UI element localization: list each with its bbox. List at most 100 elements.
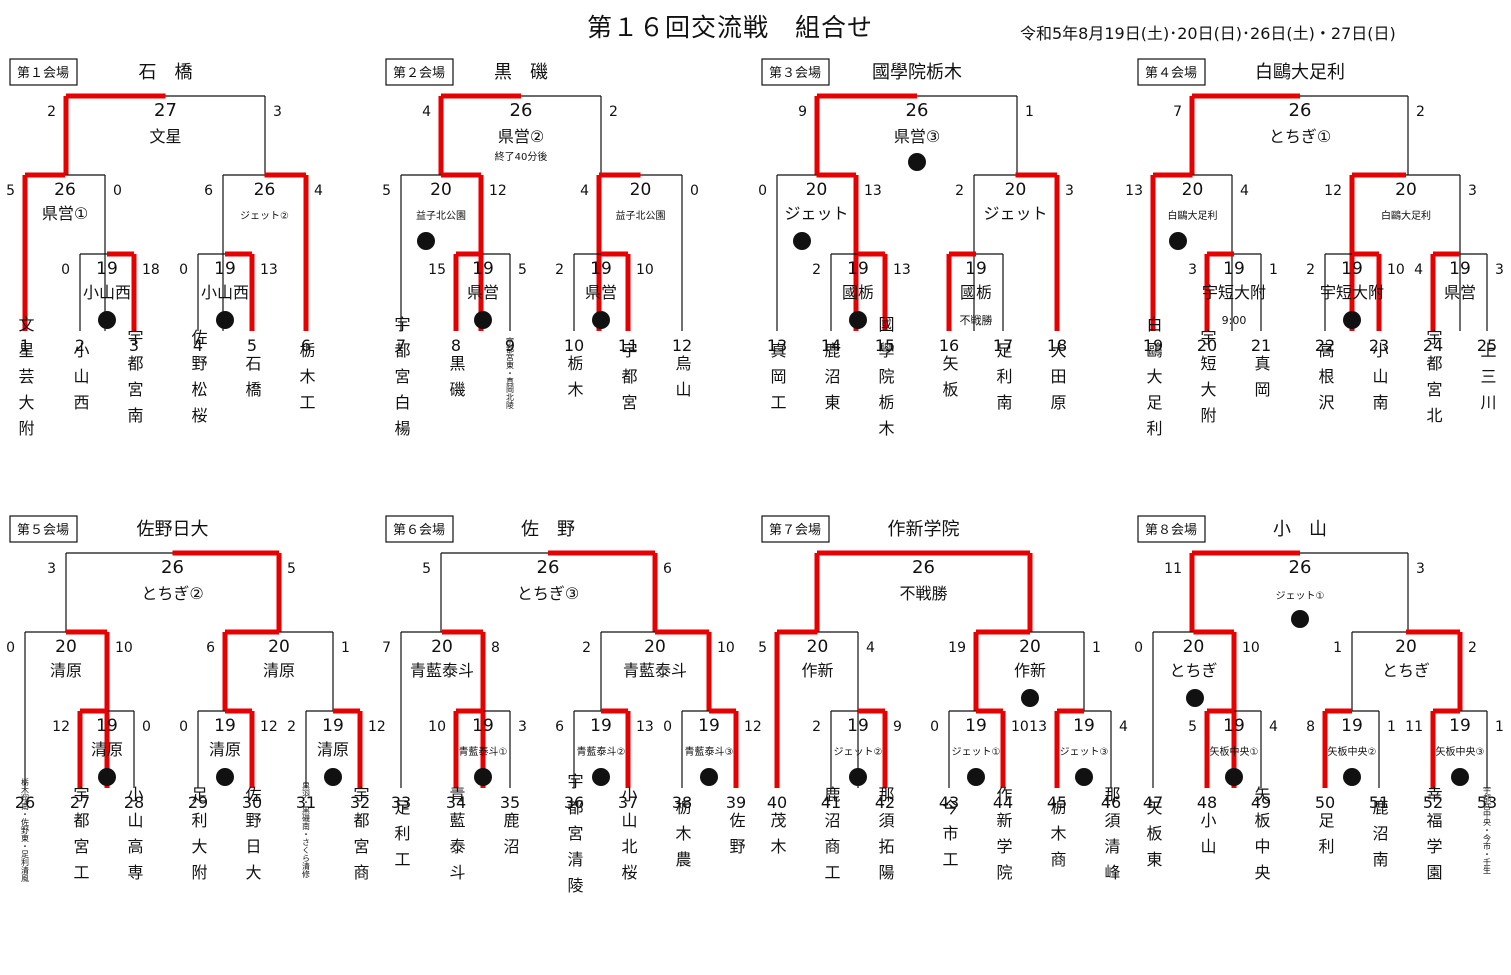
round-badge-number: 8 [1347, 770, 1357, 786]
game-site: とちぎ [1382, 661, 1430, 680]
venue-name: 國學院栃木 [872, 62, 962, 83]
team-name: 宇都宮中央・今市・壬生 [1483, 785, 1492, 874]
game-site: 清原 [50, 661, 82, 680]
team-name: 宇都宮東・真岡北陵 [506, 336, 515, 410]
game-date: 26 [254, 180, 276, 200]
game-site: ジェット [784, 204, 848, 223]
team-name: 今市工 [940, 799, 959, 877]
round-badge [1343, 768, 1361, 786]
game-site: 清原 [317, 740, 349, 759]
team-name: 青藍泰斗 [447, 786, 466, 890]
game-date: 20 [806, 180, 828, 200]
team-name: 小山 [1198, 812, 1217, 864]
team-name: 小山高専 [125, 786, 144, 890]
game-site: 國栃 [842, 283, 874, 302]
game-date: 19 [1341, 259, 1363, 279]
right-score: 8 [491, 640, 500, 656]
team-number: 33 [391, 793, 411, 812]
game-date: 20 [807, 637, 829, 657]
left-score: 2 [555, 262, 564, 278]
right-score: 13 [893, 262, 911, 278]
left-score: 11 [1405, 719, 1423, 735]
left-score: 8 [1306, 719, 1315, 735]
left-score: 6 [206, 640, 215, 656]
left-score: 2 [812, 719, 821, 735]
right-score: 5 [287, 561, 296, 577]
right-score: 12 [489, 183, 507, 199]
right-score: 2 [609, 104, 618, 120]
right-score: 10 [115, 640, 133, 656]
left-score: 5 [422, 561, 431, 577]
team-number: 25 [1477, 336, 1497, 355]
game-site: 作新 [1014, 661, 1046, 680]
team-name: 幸福学園 [1424, 786, 1443, 890]
team-name: 栃木 [565, 355, 584, 407]
game-date: 27 [154, 100, 177, 121]
round-badge-number: 7 [596, 770, 606, 786]
game-date: 19 [1341, 716, 1363, 736]
round-badge-number: 5 [797, 234, 807, 250]
team-name: 那須清峰 [1102, 786, 1121, 890]
venue-name: 作新学院 [888, 519, 960, 540]
game-site: 宇短大附 [1202, 283, 1266, 302]
game-site: 清原 [91, 740, 123, 759]
game-site: 県営③ [894, 127, 940, 146]
team-number: 9 [505, 336, 515, 355]
left-score: 0 [663, 719, 672, 735]
game-site: 宇短大附 [1320, 283, 1384, 302]
round-badge [474, 768, 492, 786]
game-site: 県営 [585, 283, 617, 302]
game-date: 20 [1183, 637, 1205, 657]
game-site: 県営② [498, 127, 544, 146]
game-site: 青藍泰斗① [459, 745, 508, 758]
game-date: 19 [214, 259, 236, 279]
right-score: 1 [1025, 104, 1034, 120]
game-date: 26 [912, 557, 935, 578]
game-date: 19 [96, 259, 118, 279]
right-score: 1 [1495, 719, 1504, 735]
team-name: 小山北桜 [619, 786, 638, 890]
left-score: 5 [382, 183, 391, 199]
venue-name: 小 山 [1273, 519, 1327, 540]
round-badge [474, 311, 492, 329]
round-badge-number: 7 [1173, 234, 1183, 250]
team-name: 茂木 [768, 812, 787, 864]
team-number: 28 [124, 793, 144, 812]
team-number: 42 [875, 793, 895, 812]
game-site: 白鷗大足利 [1168, 209, 1218, 222]
game-date: 20 [431, 637, 453, 657]
left-score: 7 [382, 640, 391, 656]
team-number: 45 [1047, 793, 1067, 812]
venue-number-box [1137, 58, 1206, 86]
left-score: 2 [955, 183, 964, 199]
right-score: 5 [518, 262, 527, 278]
right-score: 9 [893, 719, 902, 735]
left-score: 6 [204, 183, 213, 199]
team-number: 34 [446, 793, 466, 812]
game-site: とちぎ [1169, 661, 1217, 680]
team-number: 41 [821, 793, 841, 812]
team-number: 48 [1197, 793, 1217, 812]
left-score: 0 [758, 183, 767, 199]
team-number: 51 [1369, 793, 1389, 812]
team-name: 鹿沼 [501, 812, 520, 864]
venue-number-box [9, 515, 78, 543]
game-site: 文星 [149, 127, 181, 146]
right-score: 1 [341, 640, 350, 656]
game-site: ジェット① [952, 747, 1001, 758]
game-site: 白鷗大足利 [1381, 209, 1431, 222]
event-dates: 令和5年8月19日(土)･20日(日)･26日(土)・27日(日) [1020, 24, 1396, 43]
team-name: 小山南 [1370, 342, 1389, 420]
team-name: 矢板東 [1144, 799, 1163, 877]
team-name: 國學院栃木 [876, 316, 895, 446]
team-number: 43 [939, 793, 959, 812]
venue-number-box [9, 58, 78, 86]
venue-number-box [385, 58, 454, 86]
team-number: 27 [70, 793, 90, 812]
right-score: 0 [690, 183, 699, 199]
right-score: 3 [1065, 183, 1074, 199]
right-score: 4 [866, 640, 875, 656]
game-date: 19 [96, 716, 118, 736]
